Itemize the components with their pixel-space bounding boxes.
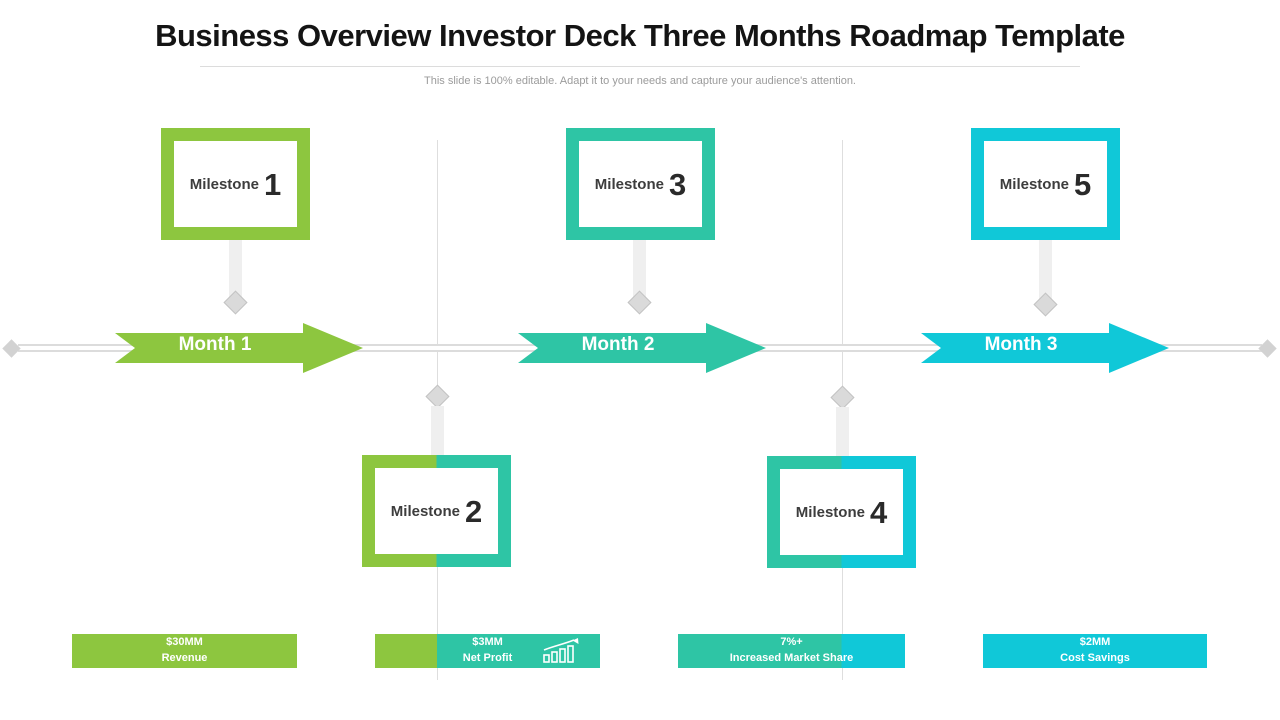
- milestone-4-label: Milestone: [795, 503, 865, 521]
- milestone-1-label: Milestone: [189, 175, 259, 193]
- metric-net-profit-value: $3MM: [472, 636, 503, 649]
- milestone-5-number: 5: [1073, 166, 1092, 202]
- diamond-milestone-2: [425, 384, 450, 409]
- month-3-arrow: [921, 323, 1169, 373]
- metric-cost-savings-value: $2MM: [1079, 636, 1111, 649]
- month-1-arrow-shape: [115, 323, 363, 373]
- metric-revenue-value: $30MM: [166, 636, 203, 649]
- connector-milestone-5: [1039, 240, 1052, 300]
- page-title: Business Overview Investor Deck Three Mo…: [155, 18, 1125, 53]
- connector-milestone-4: [836, 407, 849, 457]
- milestone-box-5: Milestone 5: [971, 128, 1120, 240]
- metric-market-share-value: 7%+: [780, 636, 803, 649]
- month-1-arrow: [115, 323, 363, 373]
- metric-cost-savings-label: Cost Savings: [1060, 652, 1130, 664]
- title-divider: [200, 66, 1080, 67]
- metric-bar-revenue: $30MM Revenue: [72, 634, 297, 668]
- diamond-milestone-3: [627, 290, 652, 315]
- milestone-2-number: 2: [464, 493, 483, 529]
- month-2-arrow: [518, 323, 766, 373]
- connector-milestone-3: [633, 238, 646, 298]
- diamond-milestone-5: [1033, 292, 1058, 317]
- timeline-end-diamond: [1258, 339, 1277, 358]
- metric-bar-net-profit: $3MM Net Profit: [375, 634, 600, 668]
- month-3-arrow-shape: [921, 323, 1169, 373]
- milestone-box-1: Milestone 1: [161, 128, 310, 240]
- milestone-2-label: Milestone: [390, 502, 460, 520]
- diamond-milestone-1: [223, 290, 248, 315]
- diamond-milestone-4: [830, 385, 855, 410]
- connector-milestone-1: [229, 240, 242, 298]
- milestone-3-label: Milestone: [594, 175, 664, 193]
- month-1-label: Month 1: [178, 334, 252, 355]
- growth-chart-icon: [543, 638, 579, 663]
- slide-subtitle: This slide is 100% editable. Adapt it to…: [424, 75, 856, 87]
- month-2-label: Month 2: [581, 334, 655, 355]
- milestone-box-3: Milestone 3: [566, 128, 715, 240]
- month-2-arrow-shape: [518, 323, 766, 373]
- milestone-box-4: Milestone 4: [767, 456, 916, 568]
- timeline-start-diamond: [2, 339, 21, 358]
- milestone-4-number: 4: [869, 494, 888, 530]
- connector-milestone-2: [431, 406, 444, 456]
- month-3-label: Month 3: [984, 334, 1058, 355]
- metric-net-profit-label: Net Profit: [462, 652, 513, 664]
- milestone-box-2: Milestone 2: [362, 455, 511, 567]
- metric-market-share-label: Increased Market Share: [729, 652, 854, 664]
- milestone-1-number: 1: [263, 166, 282, 202]
- milestone-5-label: Milestone: [999, 175, 1069, 193]
- metric-revenue-label: Revenue: [161, 652, 208, 664]
- milestone-3-number: 3: [668, 166, 687, 202]
- metric-bar-market-share: 7%+ Increased Market Share: [678, 634, 905, 668]
- metric-bar-cost-savings: $2MM Cost Savings: [983, 634, 1207, 668]
